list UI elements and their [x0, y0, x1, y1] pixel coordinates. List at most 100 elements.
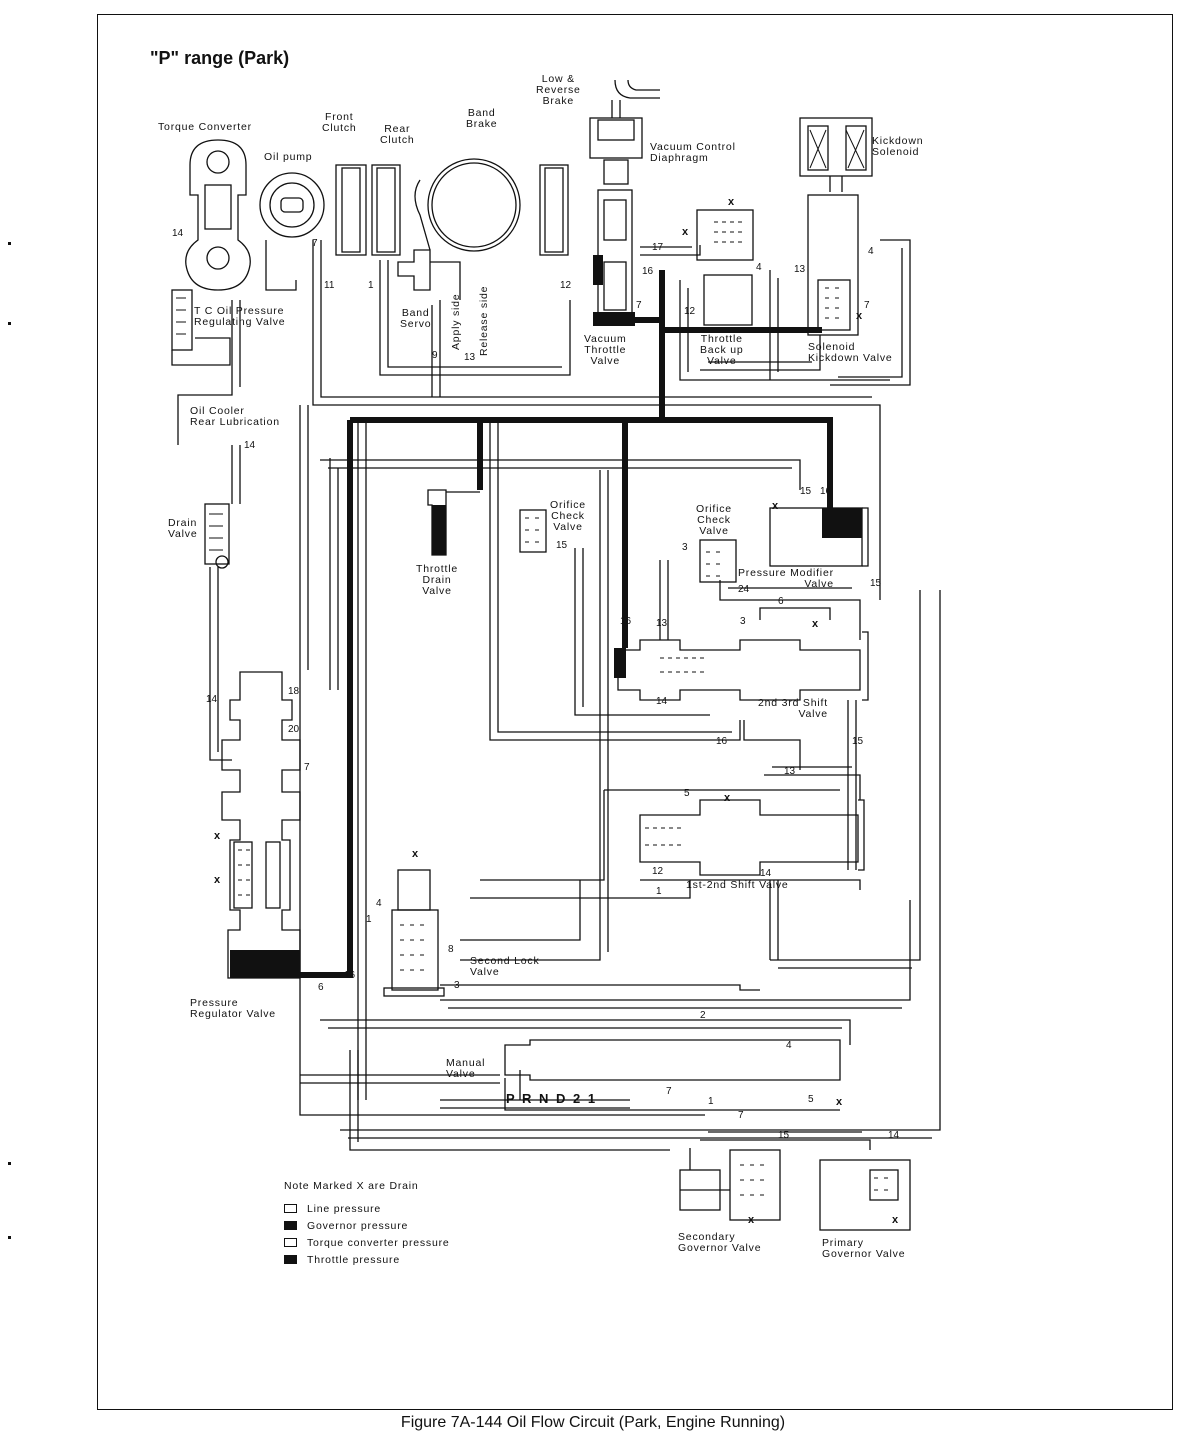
legend-swatch-outline	[284, 1238, 297, 1247]
label-kickdown-solenoid: Kickdown Solenoid	[872, 135, 924, 158]
port-number: 1	[368, 280, 374, 291]
label-drain-valve: Drain Valve	[168, 517, 198, 540]
port-number: 1	[366, 914, 372, 925]
label-orifice-check-valve-2: Orifice Check Valve	[696, 503, 732, 537]
legend-item: Throttle pressure	[284, 1251, 450, 1268]
port-number: 12	[652, 866, 664, 877]
filled-valve-areas	[230, 255, 862, 978]
label-prnd21: P R N D 2 1	[506, 1091, 598, 1106]
label-tc-regulating-valve: T C Oil Pressure Regulating Valve	[194, 305, 286, 328]
drain-valve	[204, 503, 230, 569]
legend-label: Governor pressure	[307, 1219, 409, 1232]
label-pressure-regulator-valve: Pressure Regulator Valve	[190, 997, 276, 1020]
port-number: 16	[820, 486, 832, 497]
port-number: 2	[700, 1010, 706, 1021]
port-number: 24	[738, 584, 750, 595]
port-number: 18	[288, 686, 300, 697]
port-number: 14	[244, 440, 256, 451]
springs	[176, 129, 888, 1196]
label-secondary-governor: Secondary Governor Valve	[678, 1231, 762, 1254]
legend-item: Line pressure	[284, 1200, 450, 1217]
label-front-clutch: Front Clutch	[322, 111, 357, 134]
port-number: 13	[464, 352, 476, 363]
throttle-pressure-passages	[300, 270, 833, 978]
shift-valve-1-2	[639, 799, 865, 876]
port-number: 5	[684, 788, 690, 799]
margin-dot	[8, 1162, 11, 1165]
drain-mark: x	[682, 226, 689, 238]
port-number: 3	[682, 542, 688, 553]
secondary-governor-valve	[679, 1148, 781, 1221]
port-number: 1	[708, 1096, 714, 1107]
port-number: 7	[864, 300, 870, 311]
diagram-frame	[97, 14, 1173, 1410]
port-number: 15	[778, 1130, 790, 1141]
port-number: 16	[344, 970, 356, 981]
drain-mark: x	[728, 196, 735, 208]
port-number: 1	[656, 886, 662, 897]
legend-swatch-filled	[284, 1255, 297, 1264]
port-number: 16	[642, 266, 654, 277]
drain-mark: x	[892, 1214, 899, 1226]
legend-item: Torque converter pressure	[284, 1234, 450, 1251]
label-pressure-modifier-valve: Pressure Modifier Valve	[738, 567, 834, 590]
legend-swatch-outline	[284, 1204, 297, 1213]
port-number: 7	[666, 1086, 672, 1097]
legend-label: Throttle pressure	[307, 1253, 400, 1266]
port-number: 16	[716, 736, 728, 747]
manual-valve	[504, 1039, 841, 1111]
port-number: 4	[868, 246, 874, 257]
legend-label: Torque converter pressure	[307, 1236, 450, 1249]
label-torque-converter: Torque Converter	[158, 121, 252, 133]
port-number: 7	[636, 300, 642, 311]
label-oil-cooler: Oil Cooler Rear Lubrication	[190, 405, 280, 428]
port-number: 12	[560, 280, 572, 291]
port-number: 14	[888, 1130, 900, 1141]
pressure-regulator-valve	[221, 671, 301, 979]
port-number: 4	[376, 898, 382, 909]
label-second-lock-valve: Second Lock Valve	[470, 955, 540, 978]
vacuum-control-diaphragm	[589, 79, 660, 185]
port-number: 14	[206, 694, 218, 705]
label-low-reverse-brake: Low & Reverse Brake	[536, 73, 581, 107]
label-apply-side: Apply side	[450, 293, 462, 350]
margin-dot	[8, 322, 11, 325]
legend-note: Note Marked X are Drain	[284, 1180, 419, 1192]
line-pressure-passages	[177, 239, 941, 1151]
second-lock-valve	[383, 869, 445, 997]
legend: Note Marked X are Drain Line pressure Go…	[284, 1180, 450, 1268]
port-number: 15	[556, 540, 568, 551]
port-number: 3	[454, 980, 460, 991]
oil-pump	[259, 172, 325, 291]
drain-mark: x	[856, 310, 863, 322]
port-number: 16	[620, 616, 632, 627]
port-number: 7	[738, 1110, 744, 1121]
low-reverse-brake	[539, 164, 569, 256]
margin-dot	[8, 242, 11, 245]
shift-valve-2-3	[617, 631, 869, 701]
port-number: 15	[870, 578, 882, 589]
label-band-servo: Band Servo	[400, 307, 432, 330]
port-number: 6	[318, 982, 324, 993]
label-orifice-check-valve-1: Orifice Check Valve	[550, 499, 586, 533]
label-solenoid-kickdown-valve: Solenoid Kickdown Valve	[808, 341, 893, 364]
port-number: 14	[656, 696, 668, 707]
port-number: 14	[172, 228, 184, 239]
diagram-title: "P" range (Park)	[150, 48, 290, 68]
drain-mark: x	[412, 848, 419, 860]
drain-mark: x	[836, 1096, 843, 1108]
label-manual-valve: Manual Valve	[446, 1057, 486, 1080]
front-clutch	[335, 164, 367, 256]
label-rear-clutch: Rear Clutch	[380, 123, 415, 146]
port-number: 20	[288, 724, 300, 735]
band-servo	[397, 179, 461, 300]
torque-converter	[185, 139, 251, 291]
port-number: 6	[778, 596, 784, 607]
port-number: 5	[808, 1094, 814, 1105]
kickdown-solenoid	[799, 117, 873, 192]
label-release-side: Release side	[478, 285, 490, 356]
throttle-back-up-valve	[696, 209, 754, 326]
tc-regulating-valve	[171, 289, 231, 366]
drain-mark: x	[772, 500, 779, 512]
